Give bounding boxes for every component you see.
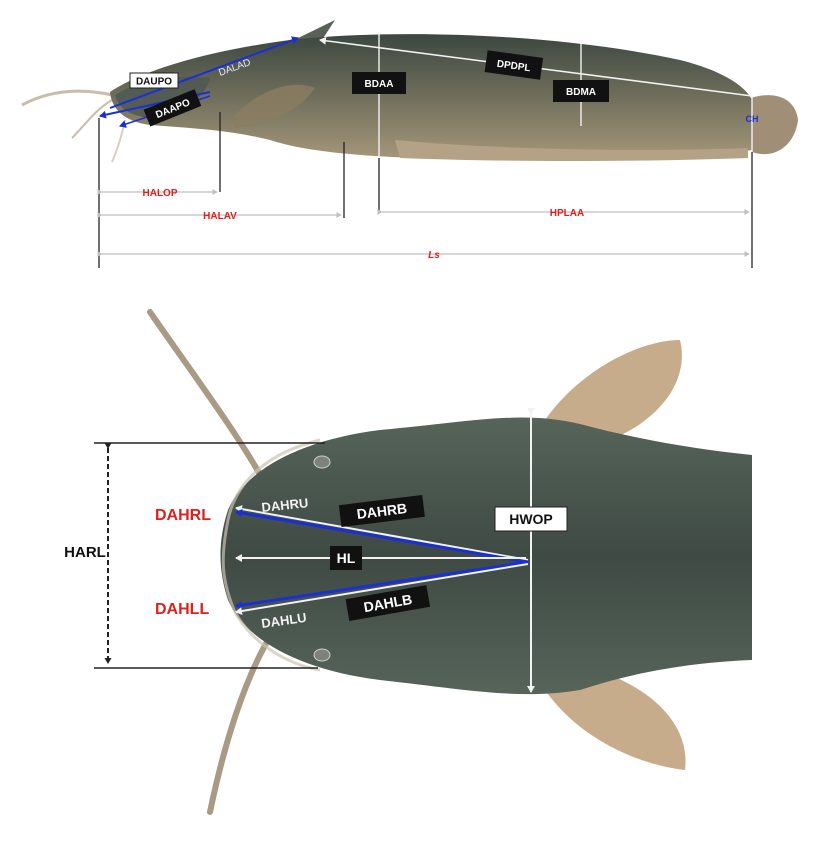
dalad-line bbox=[109, 36, 299, 109]
svg-text:HWOP: HWOP bbox=[509, 511, 553, 527]
label-harl: HARL bbox=[64, 544, 106, 561]
label-hwop: HWOP bbox=[494, 506, 568, 532]
svg-text:BDMA: BDMA bbox=[566, 87, 596, 98]
dorsal-view: DAHRL DAHLL HARL DAHRU DAHRB HL HWOP DAH… bbox=[64, 309, 752, 815]
label-hl: HL bbox=[330, 546, 362, 570]
label-halop: HALOP bbox=[143, 188, 178, 199]
label-halav: HALAV bbox=[203, 211, 237, 222]
dahlu-line bbox=[235, 563, 529, 615]
svg-text:DAHRB: DAHRB bbox=[356, 500, 408, 522]
label-dahrl: DAHRL bbox=[155, 507, 211, 524]
lateral-fish-image bbox=[21, 20, 798, 163]
dahrl-line bbox=[235, 509, 529, 564]
dahll-line bbox=[235, 560, 529, 610]
label-dahlb: DAHLB bbox=[345, 585, 431, 621]
label-dpdpl: DPDPL bbox=[484, 50, 544, 80]
label-bdma: BDMA bbox=[553, 80, 609, 102]
label-bdaa: BDAA bbox=[352, 72, 406, 94]
label-dahlu: DAHLU bbox=[260, 610, 307, 631]
svg-text:DAUPO: DAUPO bbox=[136, 77, 172, 88]
label-dahrb: DAHRB bbox=[338, 494, 425, 528]
svg-text:BDAA: BDAA bbox=[365, 79, 394, 90]
dahru-line bbox=[235, 505, 529, 561]
dorsal-fish-image bbox=[147, 309, 752, 815]
lateral-view: DAUPO DALAD DAAPO BDAA DPDPL BDMA CH HAL… bbox=[21, 20, 798, 268]
label-dahru: DAHRU bbox=[261, 495, 309, 515]
label-daupo: DAUPO bbox=[129, 72, 179, 89]
label-ch: CH bbox=[746, 114, 759, 124]
label-ls: Ls bbox=[428, 250, 440, 261]
label-hplaa: HPLAA bbox=[550, 208, 584, 219]
svg-text:DPDPL: DPDPL bbox=[496, 59, 531, 75]
label-dahll: DAHLL bbox=[155, 601, 209, 618]
svg-text:HL: HL bbox=[337, 550, 356, 566]
